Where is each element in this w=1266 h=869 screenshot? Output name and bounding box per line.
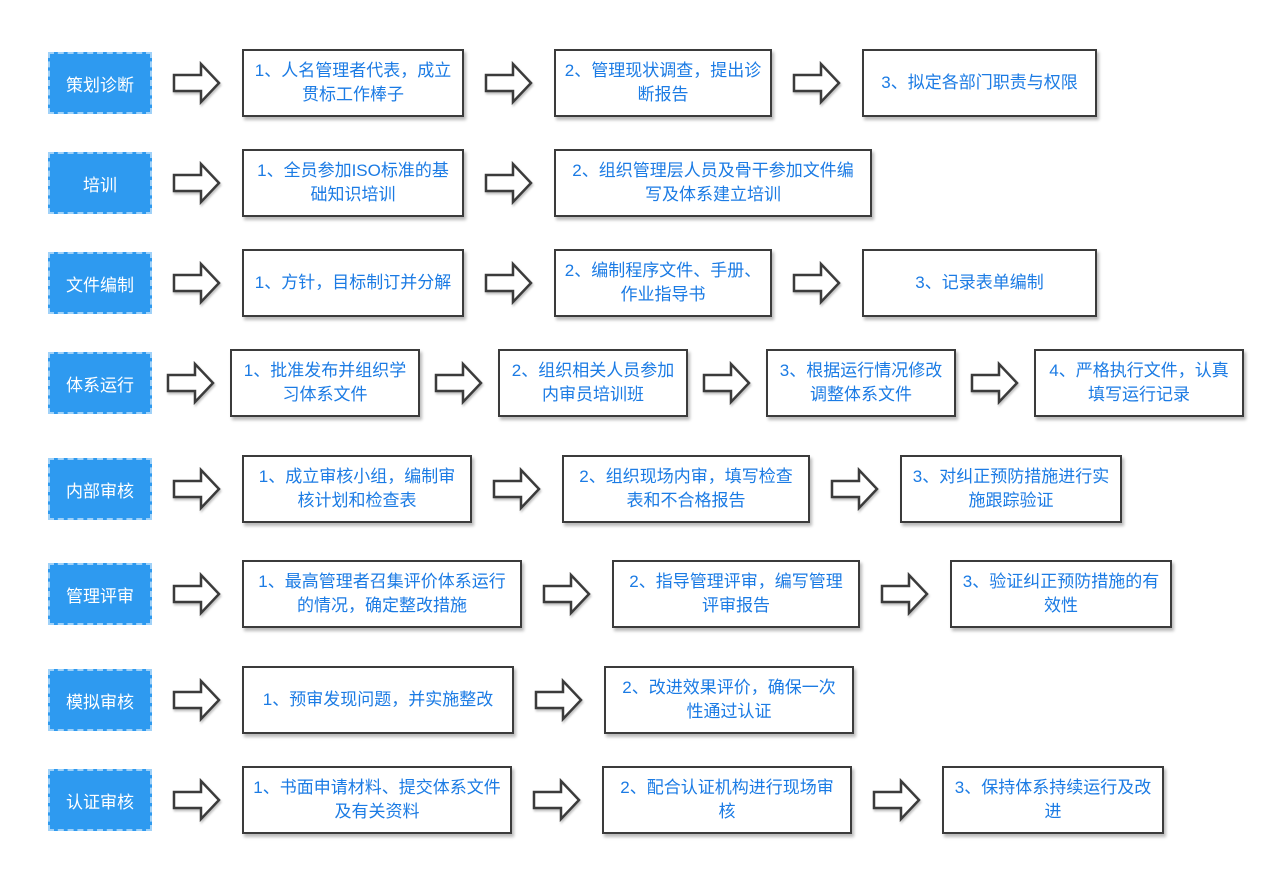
flow-arrow-icon [172,571,222,617]
step-box: 4、严格执行文件，认真填写运行记录 [1034,349,1244,417]
flow-row-system-operation: 体系运行 1、批准发布并组织学习体系文件 2、组织相关人员参加内审员培训班 3、… [48,343,1244,423]
stage-label: 管理评审 [48,563,152,625]
flow-row-training: 培训 1、全员参加ISO标准的基础知识培训 2、组织管理层人员及骨干参加文件编写… [48,143,872,223]
step-box: 1、最高管理者召集评价体系运行的情况，确定整改措施 [242,560,522,628]
flow-arrow-icon [172,260,222,306]
step-box: 1、书面申请材料、提交体系文件及有关资料 [242,766,512,834]
step-box: 1、预审发现问题，并实施整改 [242,666,514,734]
stage-label: 内部审核 [48,458,152,520]
stage-label: 模拟审核 [48,669,152,731]
step-box: 3、根据运行情况修改调整体系文件 [766,349,956,417]
flow-arrow-icon [542,571,592,617]
flow-arrow-icon [880,571,930,617]
stage-label: 认证审核 [48,769,152,831]
flow-row-internal-audit: 内部审核 1、成立审核小组，编制审核计划和检查表 2、组织现场内审，填写检查表和… [48,449,1122,529]
flow-arrow-icon [792,60,842,106]
flow-arrow-icon [830,466,880,512]
stage-label: 培训 [48,152,152,214]
flow-arrow-icon [172,677,222,723]
step-box: 2、组织相关人员参加内审员培训班 [498,349,688,417]
stage-label: 体系运行 [48,352,152,414]
step-box: 2、编制程序文件、手册、作业指导书 [554,249,772,317]
flow-arrow-icon [434,360,484,406]
flow-arrow-icon [172,466,222,512]
step-box: 1、全员参加ISO标准的基础知识培训 [242,149,464,217]
stage-label: 策划诊断 [48,52,152,114]
step-box: 2、管理现状调查，提出诊断报告 [554,49,772,117]
step-box: 3、拟定各部门职责与权限 [862,49,1097,117]
step-box: 1、成立审核小组，编制审核计划和检查表 [242,455,472,523]
flow-row-certification-audit: 认证审核 1、书面申请材料、提交体系文件及有关资料 2、配合认证机构进行现场审核… [48,760,1164,840]
flow-row-mock-audit: 模拟审核 1、预审发现问题，并实施整改 2、改进效果评价，确保一次性通过认证 [48,660,854,740]
flow-arrow-icon [534,677,584,723]
step-box: 2、配合认证机构进行现场审核 [602,766,852,834]
flow-arrow-icon [484,260,534,306]
flow-row-planning-diagnosis: 策划诊断 1、人名管理者代表，成立贯标工作棒子 2、管理现状调查，提出诊断报告 … [48,43,1097,123]
step-box: 3、验证纠正预防措施的有效性 [950,560,1172,628]
step-box: 2、改进效果评价，确保一次性通过认证 [604,666,854,734]
step-box: 3、记录表单编制 [862,249,1097,317]
flow-arrow-icon [172,160,222,206]
flow-arrow-icon [172,777,222,823]
step-box: 1、批准发布并组织学习体系文件 [230,349,420,417]
flow-arrow-icon [484,60,534,106]
flow-arrow-icon [702,360,752,406]
flow-arrow-icon [532,777,582,823]
step-box: 1、方针，目标制订并分解 [242,249,464,317]
flow-arrow-icon [492,466,542,512]
flow-arrow-icon [484,160,534,206]
flow-arrow-icon [792,260,842,306]
step-box: 3、对纠正预防措施进行实施跟踪验证 [900,455,1122,523]
step-box: 1、人名管理者代表，成立贯标工作棒子 [242,49,464,117]
flow-arrow-icon [872,777,922,823]
step-box: 3、保持体系持续运行及改进 [942,766,1164,834]
step-box: 2、组织现场内审，填写检查表和不合格报告 [562,455,810,523]
flow-arrow-icon [166,360,216,406]
flow-row-document-preparation: 文件编制 1、方针，目标制订并分解 2、编制程序文件、手册、作业指导书 3、记录… [48,243,1097,323]
step-box: 2、组织管理层人员及骨干参加文件编写及体系建立培训 [554,149,872,217]
flow-arrow-icon [172,60,222,106]
flow-row-management-review: 管理评审 1、最高管理者召集评价体系运行的情况，确定整改措施 2、指导管理评审，… [48,554,1172,634]
step-box: 2、指导管理评审，编写管理评审报告 [612,560,860,628]
stage-label: 文件编制 [48,252,152,314]
flow-arrow-icon [970,360,1020,406]
